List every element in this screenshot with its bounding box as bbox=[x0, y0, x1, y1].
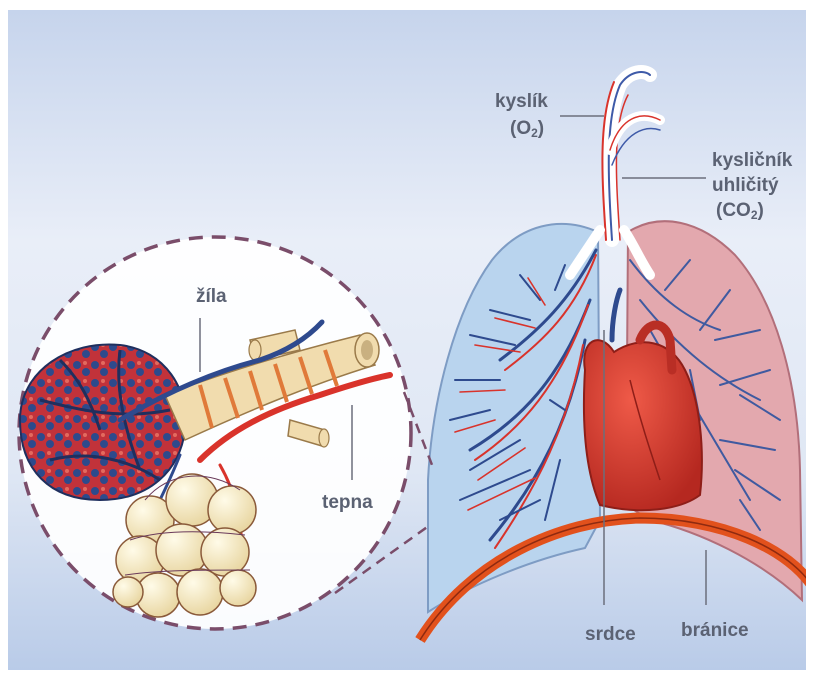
kyslik-formula-prefix: (O bbox=[510, 118, 531, 139]
co2-formula-suffix: ) bbox=[758, 200, 764, 221]
kyslik-formula-suffix: ) bbox=[538, 118, 544, 139]
kyslik-formula-sub: 2 bbox=[531, 126, 538, 140]
co2-formula-sub: 2 bbox=[751, 208, 758, 222]
label-branice: bránice bbox=[681, 620, 749, 642]
capillary-network bbox=[20, 344, 186, 500]
label-kyslik: kyslík bbox=[495, 91, 548, 113]
label-co2-line1: kysličník bbox=[712, 150, 792, 172]
co2-formula-prefix: (CO bbox=[716, 200, 751, 221]
label-zila: žíla bbox=[196, 286, 227, 308]
label-kyslik-formula: (O2) bbox=[510, 118, 544, 144]
label-co2-formula: (CO2) bbox=[716, 200, 764, 226]
label-tepna: tepna bbox=[322, 492, 373, 514]
label-srdce: srdce bbox=[585, 624, 636, 646]
label-co2-line2: uhličitý bbox=[712, 175, 779, 197]
